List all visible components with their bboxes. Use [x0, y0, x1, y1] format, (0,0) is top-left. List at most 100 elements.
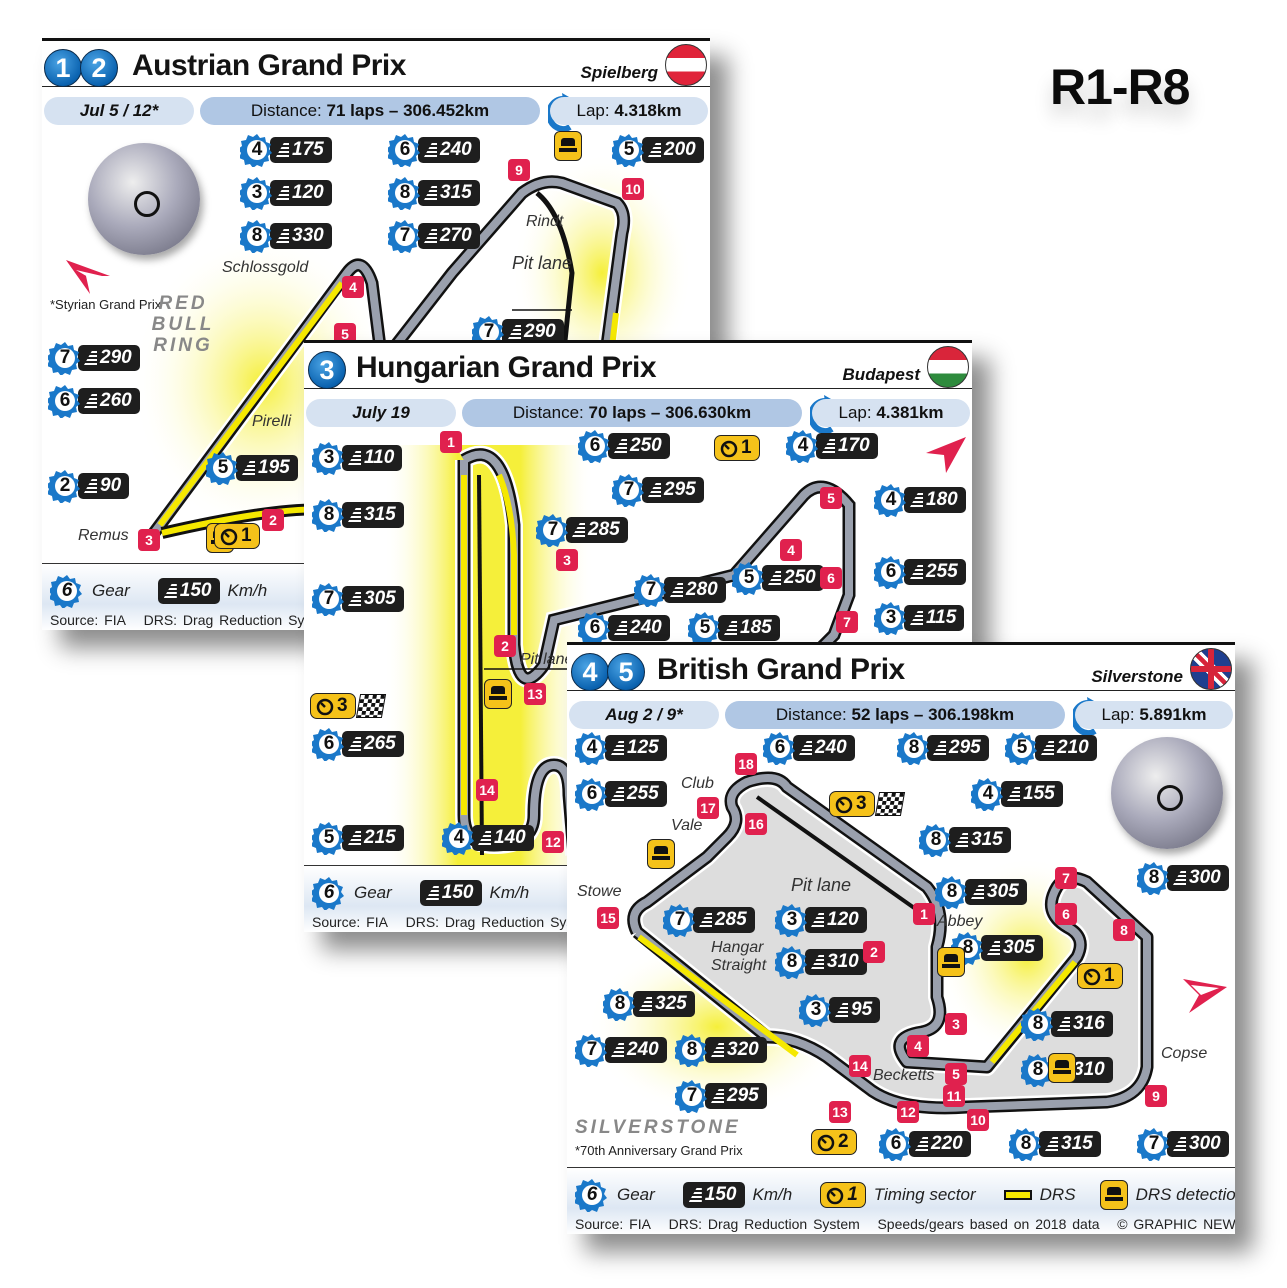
globe-locator-icon	[1111, 737, 1223, 849]
gear-icon: 5	[312, 821, 346, 855]
turn-number: 7	[1055, 867, 1077, 889]
drs-zone	[496, 473, 517, 635]
gear-icon: 6	[763, 731, 797, 765]
speed-value: 195	[236, 455, 298, 481]
track-svg	[384, 445, 972, 865]
race-date: July 19	[352, 403, 410, 422]
source-line: Source: FIA DRS: Drag Reduction System	[50, 612, 335, 628]
turn-number: 8	[1113, 919, 1135, 941]
legend-speed-label: Km/h	[227, 581, 268, 600]
speed-value: 285	[693, 907, 755, 933]
turn-number: 5	[334, 323, 356, 345]
distance-value: 52 laps – 306.198km	[851, 705, 1015, 724]
speed-value: 255	[605, 781, 667, 807]
legend-speed-label: Km/h	[489, 883, 530, 902]
speed-value: 310	[805, 949, 867, 975]
turn-number: 2	[863, 941, 885, 963]
turn-number: 7	[836, 611, 858, 633]
speed-value: 95	[829, 997, 881, 1023]
source-line: Source: FIA DRS: Drag Reduction System S…	[575, 1216, 1235, 1232]
drs-detection-icon	[554, 131, 582, 161]
gear-icon: 3	[799, 993, 833, 1027]
gear-icon: 7	[1137, 1127, 1171, 1161]
speed-value: 260	[78, 388, 140, 414]
gear-icon: 7	[675, 1079, 709, 1113]
speed-value: 280	[664, 577, 726, 603]
legend-speed-label: Km/h	[752, 1185, 793, 1204]
gear-icon: 7	[48, 341, 82, 375]
speed-value: 330	[270, 223, 332, 249]
corner-label: Becketts	[873, 1067, 935, 1084]
gear-icon: 4	[971, 777, 1005, 811]
gear-icon: 4	[874, 483, 908, 517]
gear-icon: 8	[240, 219, 274, 253]
speed-value: 315	[342, 502, 404, 528]
drs-detection-icon	[647, 839, 675, 869]
speed-value: 250	[608, 433, 670, 459]
city-label: Budapest	[842, 365, 920, 384]
gear-icon: 8	[1137, 861, 1171, 895]
corner-label: Schlossgold	[222, 259, 309, 276]
turn-number: 10	[967, 1109, 989, 1131]
round-badge: 4	[571, 653, 609, 691]
drs-detection-icon	[484, 679, 512, 709]
footnote: *70th Anniversary Grand Prix	[575, 1143, 743, 1158]
gear-icon: 5	[206, 451, 240, 485]
footnote: *Styrian Grand Prix	[50, 297, 162, 312]
gear-icon: 6	[50, 574, 84, 608]
gear-icon: 7	[388, 219, 422, 253]
lap-label: Lap:	[838, 403, 872, 422]
pit-lane-label: Pit lane	[791, 875, 852, 895]
gear-icon: 5	[1005, 731, 1039, 765]
distance-label: Distance:	[775, 705, 847, 724]
gear-icon: 7	[575, 1033, 609, 1067]
gear-icon: 6	[578, 611, 612, 645]
speed-value: 200	[642, 137, 704, 163]
gear-icon: 8	[388, 176, 422, 210]
gear-icon: 6	[578, 429, 612, 463]
austria-flag-icon	[665, 44, 707, 86]
distance-value: 71 laps – 306.452km	[326, 101, 490, 120]
stopwatch-icon	[826, 1187, 844, 1205]
speed-value: 320	[705, 1037, 767, 1063]
turn-number: 12	[897, 1101, 919, 1123]
speed-value: 250	[762, 565, 824, 591]
turn-number: 5	[820, 487, 842, 509]
timing-sector: 2	[811, 1129, 857, 1155]
gear-icon: 6	[879, 1127, 913, 1161]
gear-icon: 8	[675, 1033, 709, 1067]
speed-value: 140	[472, 825, 534, 851]
source-line: Source: FIA DRS: Drag Reduction System	[312, 914, 597, 930]
track-surface	[150, 177, 628, 563]
turn-number: 4	[342, 276, 364, 298]
gear-icon: 3	[775, 903, 809, 937]
gear-icon: 7	[612, 473, 646, 507]
stopwatch-icon	[316, 698, 334, 716]
panel-british-gp: 4 5 British Grand Prix Silverstone Aug 2…	[567, 642, 1235, 1234]
legend-gear-label: Gear	[617, 1185, 655, 1204]
speed-value: 155	[1001, 781, 1063, 807]
gear-icon: 5	[688, 611, 722, 645]
gear-icon: 8	[919, 823, 953, 857]
speed-value: 255	[904, 559, 966, 585]
turn-number: 4	[780, 539, 802, 561]
